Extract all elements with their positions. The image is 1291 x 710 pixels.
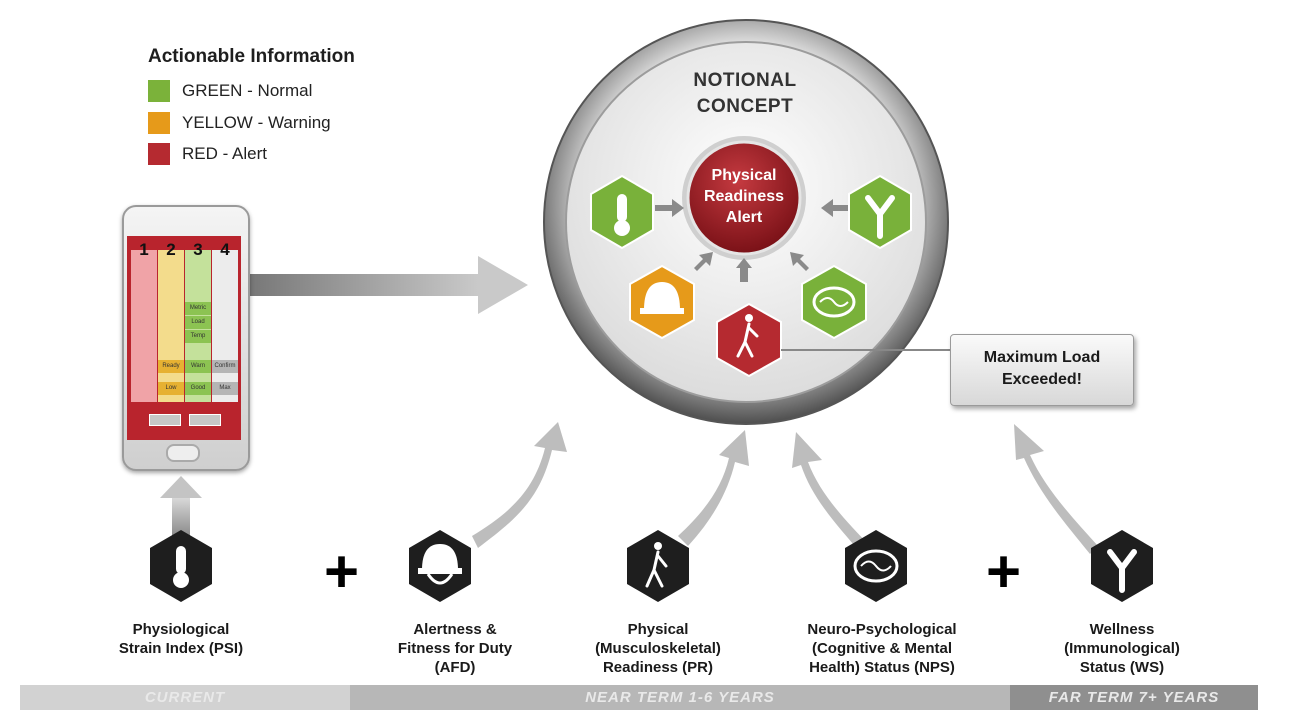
metric-label-ws: Wellness (Immunological) Status (WS) xyxy=(1047,620,1197,677)
timeline-near-term-label: NEAR TERM 1-6 YEARS xyxy=(585,689,775,706)
red-swatch xyxy=(148,143,170,165)
timeline-current-bar xyxy=(20,685,350,710)
callout-line: Exceeded! xyxy=(1001,371,1083,388)
max-load-callout: Maximum Load Exceeded! xyxy=(950,334,1134,406)
metric-line: Neuro-Psychological xyxy=(807,621,957,638)
notional-concept-title: NOTIONAL CONCEPT xyxy=(655,68,835,120)
phone-screen-button xyxy=(189,414,221,426)
legend-title: Actionable Information xyxy=(148,46,355,67)
concept-line: NOTIONAL xyxy=(693,70,797,91)
legend-item-red: RED - Alert xyxy=(148,141,267,167)
phone-column-number: 2 xyxy=(166,240,176,259)
phone-screen-button xyxy=(149,414,181,426)
phone-column-1 xyxy=(131,250,157,402)
inner-antibody-hex xyxy=(848,174,912,250)
legend-item-label: RED - Alert xyxy=(182,144,268,163)
metric-line: Physiological xyxy=(132,621,230,638)
metric-label-pr: Physical (Musculoskeletal) Readiness (PR… xyxy=(583,620,733,677)
timeline-near-term-bar xyxy=(350,685,1010,710)
legend-item-green: GREEN - Normal xyxy=(148,78,312,104)
metric-line: Physical xyxy=(627,621,689,638)
phone-cell: Warn xyxy=(185,360,211,373)
metric-line: Wellness xyxy=(1089,621,1155,638)
yellow-swatch xyxy=(148,112,170,134)
timeline-far-term-bar xyxy=(1010,685,1258,710)
timeline-current-label: CURRENT xyxy=(144,689,226,706)
legend-item-label: YELLOW - Warning xyxy=(182,113,331,132)
alert-line: Readiness xyxy=(703,188,785,205)
alert-line: Physical xyxy=(711,167,777,184)
metric-line: Fitness for Duty xyxy=(397,640,513,657)
phone-cell: Metric xyxy=(185,302,211,315)
phone-cell: Ready xyxy=(158,360,184,373)
nps-brain-hex xyxy=(845,530,907,602)
legend-item-label: GREEN - Normal xyxy=(182,81,313,100)
phone-cell: Load xyxy=(185,316,211,329)
phone-column-number: 3 xyxy=(193,240,203,259)
afd-helmet-hex xyxy=(409,530,471,602)
inner-brain-hex xyxy=(801,264,867,340)
inner-thermometer-hex xyxy=(590,174,654,250)
metric-line: (Musculoskeletal) xyxy=(595,640,721,657)
physical-readiness-alert-label: Physical Readiness Alert xyxy=(685,165,803,228)
phone-cell: Max xyxy=(212,382,238,395)
phone-cell: Low xyxy=(158,382,184,395)
metric-line: Strain Index (PSI) xyxy=(118,640,244,657)
phone-column-2 xyxy=(158,250,184,402)
phone-column-number: 4 xyxy=(220,240,230,259)
phone-cell: Confirm xyxy=(212,360,238,373)
metric-line: (Cognitive & Mental xyxy=(811,640,952,657)
metric-line: (Immunological) xyxy=(1064,640,1180,657)
green-swatch xyxy=(148,80,170,102)
metric-line: Readiness (PR) xyxy=(602,659,714,676)
ws-curved-arrow xyxy=(1014,424,1098,554)
nps-curved-arrow xyxy=(792,432,870,552)
phone-column-4 xyxy=(212,250,238,402)
phone-home-button xyxy=(166,444,200,462)
flow-arrow-right xyxy=(248,256,528,314)
phone-screen: 1 2 3 4 Metric Load Temp Ready Warn Conf… xyxy=(127,236,241,440)
metric-label-nps: Neuro-Psychological (Cognitive & Mental … xyxy=(782,620,982,677)
phone-column-number: 1 xyxy=(139,240,149,259)
metric-line: Status (WS) xyxy=(1079,659,1165,676)
inner-walking-person-hex xyxy=(716,302,782,378)
phone-cell: Good xyxy=(185,382,211,395)
inner-arrows xyxy=(655,199,848,282)
pr-curved-arrow xyxy=(678,430,749,546)
metric-line: (AFD) xyxy=(434,659,476,676)
metric-line: Alertness & xyxy=(413,621,497,638)
afd-curved-arrow xyxy=(472,422,567,548)
psi-thermometer-hex xyxy=(150,530,212,602)
alert-line: Alert xyxy=(725,209,763,226)
callout-line: Maximum Load xyxy=(983,349,1101,366)
physical-readiness-alert-circle xyxy=(682,136,806,260)
plus-sign: + xyxy=(324,538,360,605)
plus-sign: + xyxy=(986,538,1022,605)
ws-antibody-hex xyxy=(1091,530,1153,602)
metric-label-afd: Alertness & Fitness for Duty (AFD) xyxy=(370,620,540,677)
pr-walking-person-hex xyxy=(627,530,689,602)
timeline-far-term-label: FAR TERM 7+ YEARS xyxy=(1048,689,1220,706)
psi-up-arrow xyxy=(160,476,202,544)
phone-cell: Temp xyxy=(185,330,211,343)
metric-line: Health) Status (NPS) xyxy=(809,659,955,676)
legend-item-yellow: YELLOW - Warning xyxy=(148,110,331,136)
metric-label-psi: Physiological Strain Index (PSI) xyxy=(96,620,266,658)
inner-helmet-hex xyxy=(629,264,695,340)
concept-line: CONCEPT xyxy=(696,96,794,117)
